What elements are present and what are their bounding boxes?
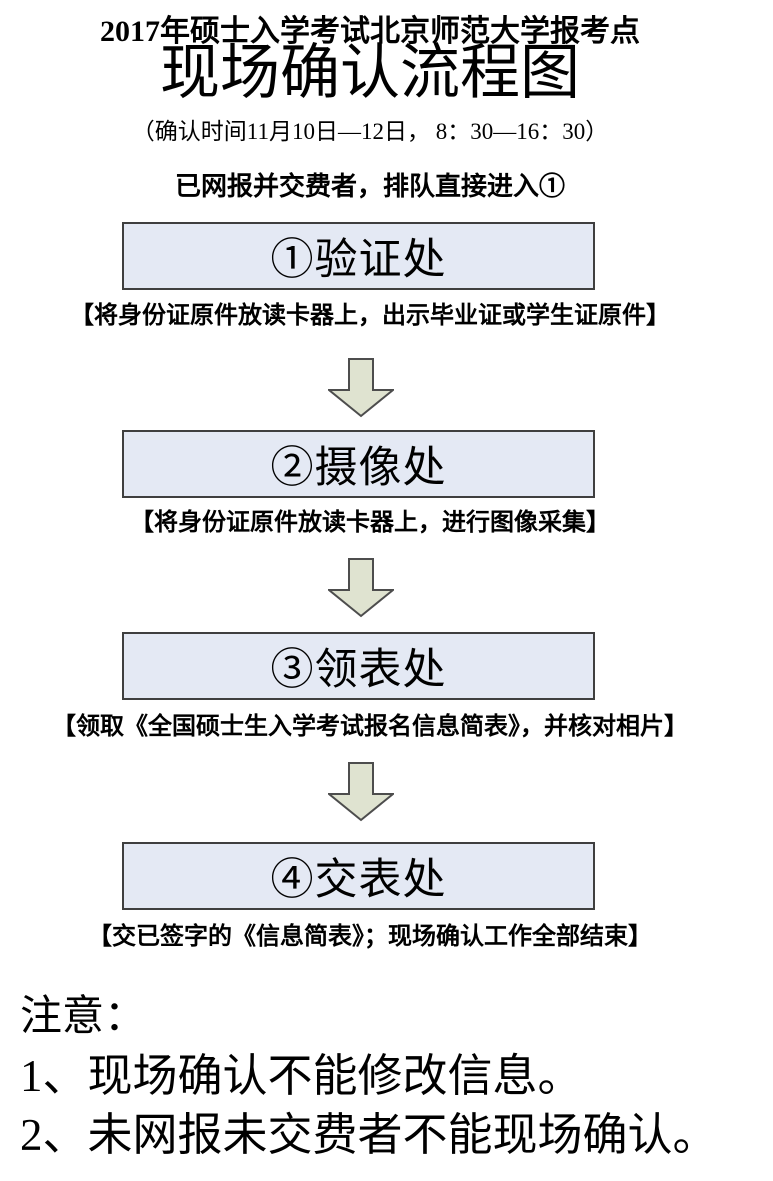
page-title: 现场确认流程图 [160, 40, 580, 106]
flow-step-box-2: ②摄像处 [122, 430, 595, 498]
document-title-line1: 2017年硕士入学考试北京师范大学报考点 [100, 15, 640, 48]
flow-step-caption-1: 【将身份证原件放读卡器上，出示毕业证或学生证原件】 [70, 303, 670, 329]
down-arrow-icon [326, 358, 396, 418]
confirmation-time-subtitle: （确认时间11月10日—12日， 8：30—16：30） [131, 119, 609, 144]
flow-step-label-2: ②摄像处 [270, 445, 447, 492]
flow-step-box-1: ①验证处 [122, 222, 595, 290]
note-item-1: 1、现场确认不能修改信息。 [20, 1051, 583, 1101]
flow-step-box-4: ④交表处 [122, 842, 595, 910]
flow-step-label-4: ④交表处 [270, 857, 447, 904]
down-arrow-icon [326, 762, 396, 822]
flow-step-caption-2: 【将身份证原件放读卡器上，进行图像采集】 [130, 510, 610, 536]
down-arrow-icon [326, 558, 396, 618]
note-item-2: 2、未网报未交费者不能现场确认。 [20, 1110, 718, 1160]
flow-step-label-1: ①验证处 [270, 237, 447, 284]
flow-step-label-3: ③领表处 [270, 647, 447, 694]
intro-instruction: 已网报并交费者，排队直接进入① [174, 172, 565, 201]
flow-step-caption-3: 【领取《全国硕士生入学考试报名信息简表》，并核对相片】 [52, 714, 688, 740]
notes-heading: 注意： [20, 994, 147, 1040]
flow-step-caption-4: 【交已签字的《信息简表》；现场确认工作全部结束】 [88, 924, 652, 950]
notes-section: 注意： 1、现场确认不能修改信息。 2、未网报未交费者不能现场确认。 [20, 988, 765, 1165]
flow-step-box-3: ③领表处 [122, 632, 595, 700]
